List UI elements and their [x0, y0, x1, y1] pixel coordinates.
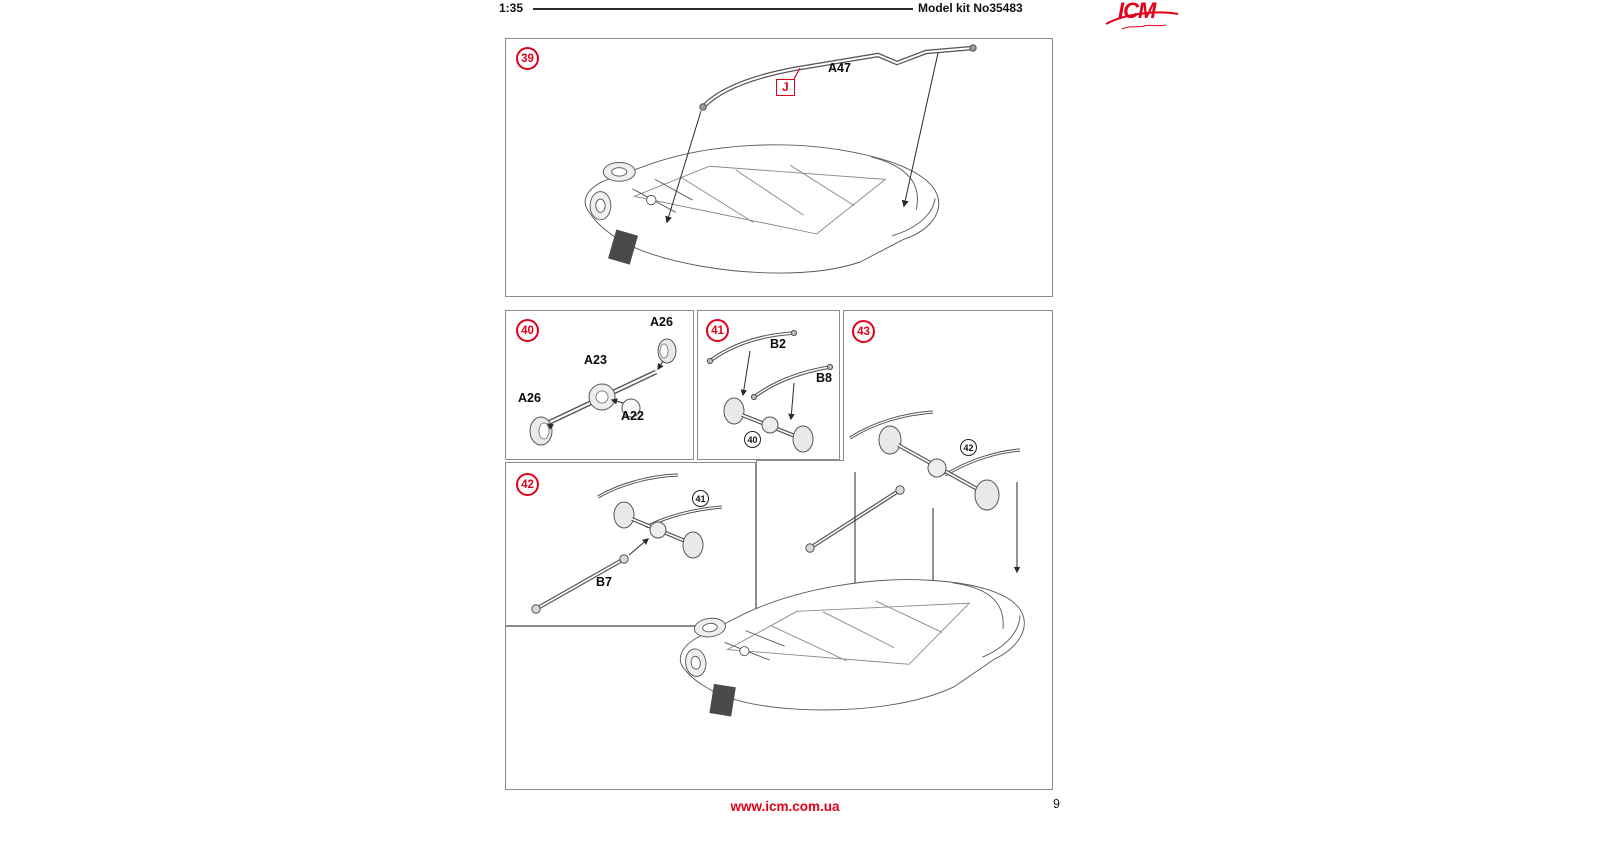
- assembly-arrow: [628, 538, 649, 556]
- assembly-arrow: [665, 110, 702, 224]
- step-39-number: 39: [516, 47, 539, 70]
- logo-tagline-script: [1121, 24, 1167, 30]
- step-40-panel: 40 A26 A23 A26 A22: [505, 310, 694, 460]
- assembly-arrow: [788, 382, 795, 421]
- step-39-illustration: [584, 44, 977, 274]
- part-label-b7: B7: [596, 575, 612, 589]
- step-ref-41: 41: [692, 490, 709, 507]
- callout-j-leader: [793, 67, 801, 80]
- step-40-illustration: [529, 338, 677, 446]
- step-ref-40: 40: [744, 431, 761, 448]
- part-label-a26-top: A26: [650, 315, 673, 329]
- header-rule: [533, 8, 913, 10]
- part-label-a26-left: A26: [518, 391, 541, 405]
- step-39-panel: 39 A47 J: [505, 38, 1053, 297]
- callout-j: J: [776, 79, 795, 96]
- step-43-number: 43: [852, 320, 875, 343]
- assembly-arrow: [610, 398, 624, 405]
- step-40-number: 40: [516, 319, 539, 342]
- part-label-b8: B8: [816, 371, 832, 385]
- chassis-underside-drawing: [679, 579, 1025, 717]
- page-number: 9: [1053, 797, 1060, 811]
- scale-label: 1:35: [499, 1, 524, 15]
- logo-swoosh-icon: [1105, 11, 1179, 30]
- step-42-panel: 42 B7 41: [505, 462, 756, 626]
- step-43-illustration: [505, 310, 1053, 790]
- step-43-border: [505, 310, 1053, 790]
- part-label-a23: A23: [584, 353, 607, 367]
- step-41-panel: 41 B2 B8 40: [697, 310, 840, 460]
- part-label-b2: B2: [770, 337, 786, 351]
- step-42-number: 42: [516, 473, 539, 496]
- step-ref-42: 42: [960, 439, 977, 456]
- icm-logo-text: ICM: [1118, 0, 1156, 23]
- step-43-panel: 43 42: [505, 310, 1053, 790]
- kit-number: Model kit No35483: [918, 1, 1023, 15]
- assembly-arrow: [657, 360, 664, 371]
- step-41-illustration: [706, 329, 834, 453]
- part-label-a22: A22: [621, 409, 644, 423]
- assembly-arrow: [901, 52, 939, 208]
- icm-logo: ICM: [1104, 0, 1180, 34]
- step-42-illustration: [531, 473, 723, 614]
- part-label-a47: A47: [828, 61, 851, 75]
- chassis-underside-drawing: [584, 144, 940, 274]
- step-41-number: 41: [706, 319, 729, 342]
- website-url: www.icm.com.ua: [730, 799, 840, 814]
- assembly-arrow: [546, 423, 555, 430]
- assembly-arrow: [740, 350, 751, 397]
